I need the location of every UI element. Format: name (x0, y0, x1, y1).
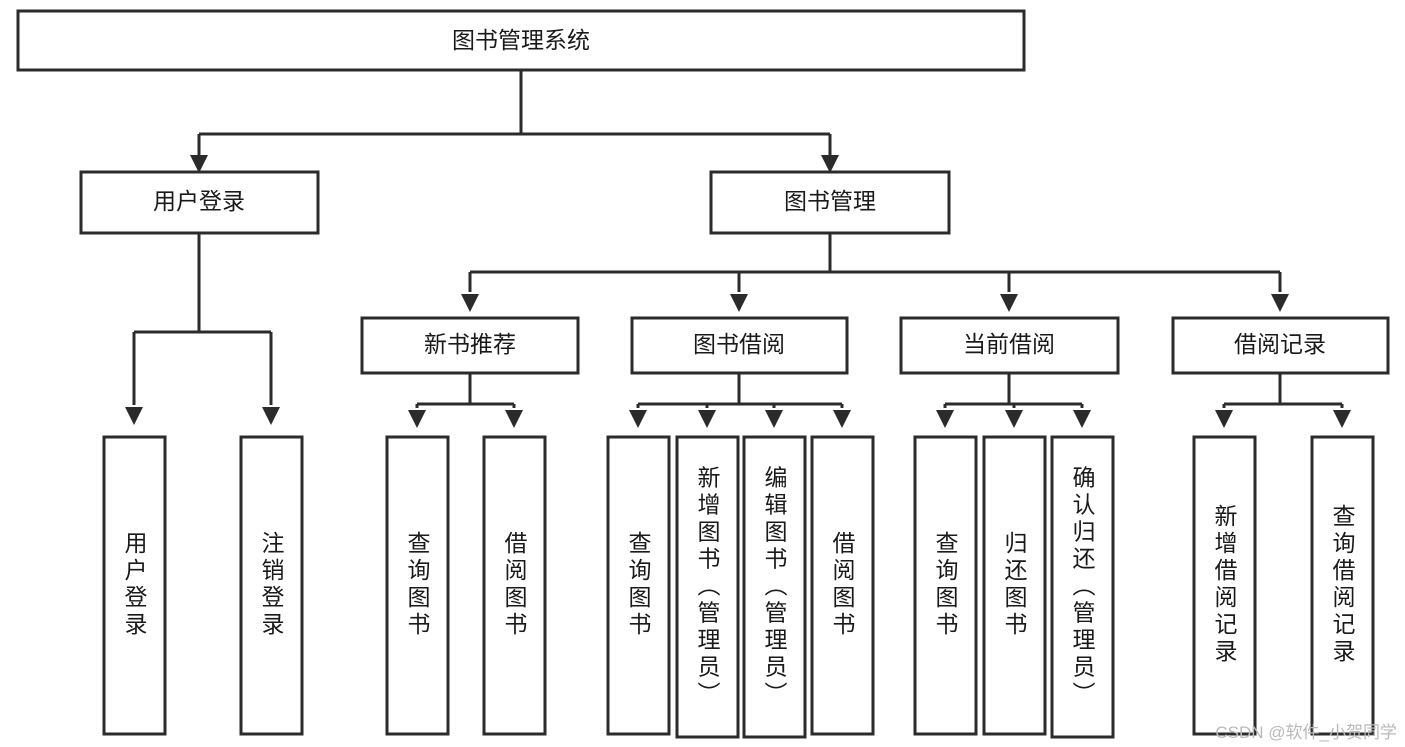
node-leaf-return-book[interactable]: 归还图书 (982, 435, 1047, 736)
node-leaf-query-book-3-label: 查询图书 (932, 531, 959, 639)
connector-root-to-level2 (190, 70, 839, 173)
node-book-borrow[interactable]: 图书借阅 (630, 316, 849, 375)
node-leaf-borrow-book-2[interactable]: 借阅图书 (810, 435, 875, 736)
node-leaf-user-login[interactable]: 用户登录 (102, 435, 167, 736)
connector-user-login-to-leaves (125, 233, 280, 425)
node-leaf-confirm-return[interactable]: 确认归还（管理员） (1050, 435, 1115, 739)
node-leaf-query-book-1-label: 查询图书 (404, 531, 431, 639)
connector-borrow-record-to-leaves (1215, 373, 1351, 428)
node-current-borrow-label: 当前借阅 (963, 331, 1055, 357)
node-book-manage[interactable]: 图书管理 (709, 170, 951, 235)
node-leaf-return-book-label: 归还图书 (1001, 531, 1028, 639)
node-leaf-add-book-label: 新增图书（管理员） (694, 466, 721, 709)
node-root-book-management-system[interactable]: 图书管理系统 (16, 9, 1026, 72)
connector-book-manage-to-level3 (461, 233, 1289, 312)
node-leaf-query-book-1[interactable]: 查询图书 (385, 435, 450, 736)
node-new-book-recommend[interactable]: 新书推荐 (360, 316, 580, 375)
node-new-book-recommend-label: 新书推荐 (424, 331, 516, 357)
node-borrow-record-label: 借阅记录 (1234, 331, 1326, 357)
node-leaf-query-book-2[interactable]: 查询图书 (606, 435, 671, 736)
csdn-watermark: CSDN @软件_小贺同学 (1215, 723, 1397, 742)
node-borrow-record[interactable]: 借阅记录 (1171, 316, 1390, 375)
node-leaf-edit-book-label: 编辑图书（管理员） (761, 466, 788, 709)
node-leaf-borrow-book-1-label: 借阅图书 (501, 531, 528, 639)
connector-new-book-recommend-to-leaves (408, 373, 523, 428)
node-root-label: 图书管理系统 (452, 27, 590, 53)
node-leaf-borrow-book-2-label: 借阅图书 (829, 531, 856, 639)
node-leaf-query-book-3[interactable]: 查询图书 (913, 435, 978, 736)
node-current-borrow[interactable]: 当前借阅 (899, 316, 1120, 375)
connector-current-borrow-to-leaves (936, 373, 1091, 428)
node-leaf-query-book-2-label: 查询图书 (625, 531, 652, 639)
node-leaf-add-record[interactable]: 新增借阅记录 (1192, 435, 1257, 736)
node-leaf-borrow-book-1[interactable]: 借阅图书 (482, 435, 547, 736)
node-leaf-query-record-label: 查询借阅记录 (1329, 504, 1356, 666)
node-leaf-user-login-label: 用户登录 (121, 531, 148, 639)
node-leaf-confirm-return-label: 确认归还（管理员） (1069, 466, 1096, 709)
node-leaf-edit-book[interactable]: 编辑图书（管理员） (742, 435, 807, 739)
node-leaf-add-record-label: 新增借阅记录 (1211, 504, 1238, 666)
node-book-borrow-label: 图书借阅 (693, 331, 785, 357)
node-book-manage-label: 图书管理 (784, 188, 876, 214)
node-user-login-label: 用户登录 (153, 188, 245, 214)
connector-book-borrow-to-leaves (629, 373, 851, 428)
node-user-login[interactable]: 用户登录 (79, 170, 320, 235)
node-leaf-logout-login-label: 注销登录 (258, 531, 285, 639)
node-leaf-query-record[interactable]: 查询借阅记录 (1310, 435, 1375, 736)
node-leaf-add-book[interactable]: 新增图书（管理员） (675, 435, 740, 739)
node-leaf-logout-login[interactable]: 注销登录 (239, 435, 304, 736)
